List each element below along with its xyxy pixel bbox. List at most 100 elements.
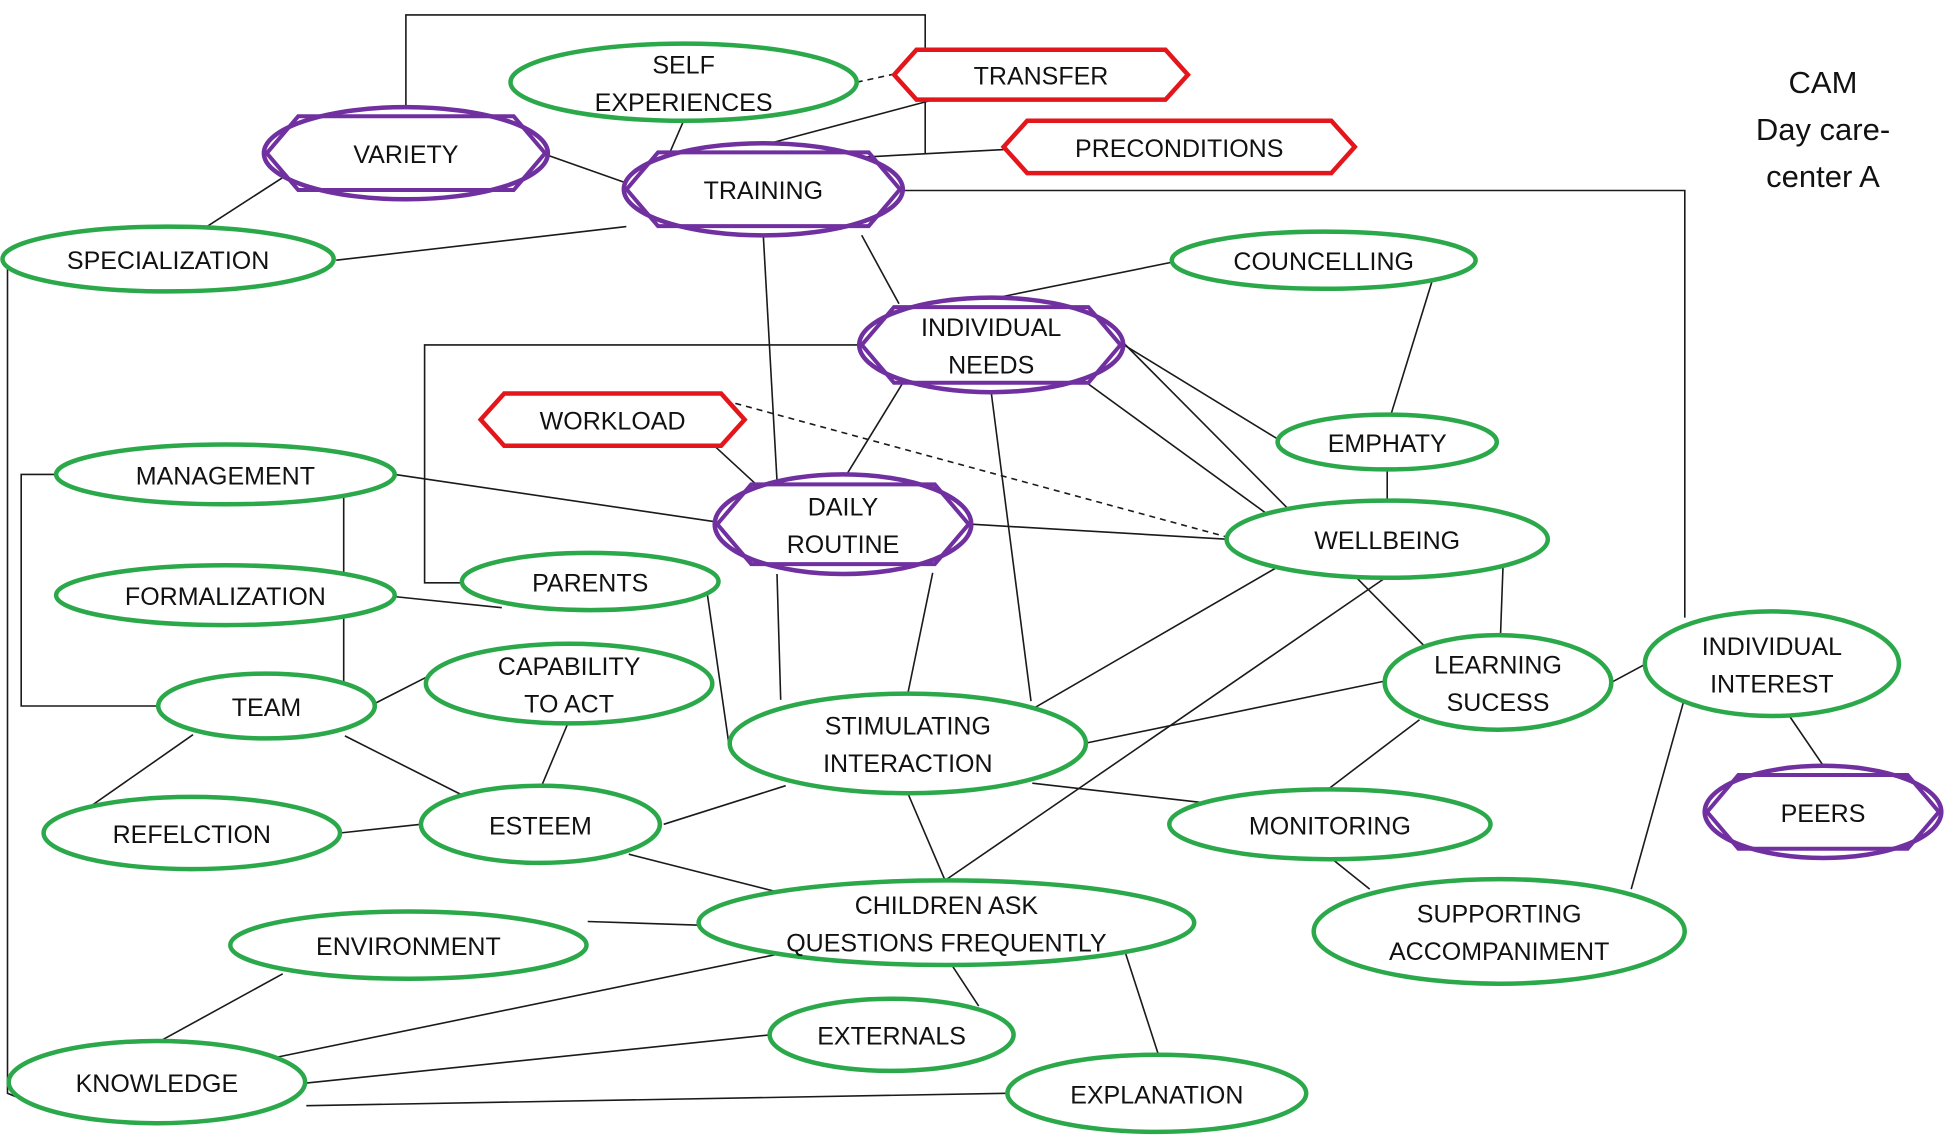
connection-line [902,189,1686,618]
connection-lines [6,14,1825,1107]
node-ellipse [228,909,589,981]
node-monitoring: MONITORING [1167,787,1493,862]
connection-line [423,344,862,584]
node-label: EXTERNALS [817,1023,966,1051]
node-label: MONITORING [1249,812,1411,840]
node-label: MANAGEMENT [136,462,315,490]
node-environment: ENVIRONMENT [228,909,589,981]
node-individual-needs: INDIVIDUAL NEEDS [856,295,1126,395]
node-wellbeing: WELLBEING [1224,498,1551,581]
connection-line [548,154,627,184]
node-ellipse [53,563,397,628]
connection-line [762,235,778,481]
node-ellipse [1224,498,1551,581]
node-knowledge: KNOWLEDGE [6,1038,308,1126]
connection-line [991,260,1176,300]
node-ellipse [459,550,721,613]
connection-line [344,735,477,803]
node-refelction: REFELCTION [41,794,343,872]
title-line-1: CAM [1789,65,1858,100]
node-label: SPECIALIZATION [67,247,269,275]
node-hexagon [1000,118,1358,176]
connection-line [1331,858,1371,890]
node-emphaty: EMPHATY [1275,412,1500,472]
node-label: FORMALIZATION [125,583,326,611]
node-label: EXPLANATION [1070,1081,1243,1109]
node-label: QUESTIONS FREQUENTLY [786,929,1107,957]
connection-line [944,573,1392,882]
dashed-connection-line [856,71,903,83]
node-label: VARIETY [353,141,458,169]
node-ellipse [6,1038,308,1126]
node-ellipse [1275,412,1500,472]
connection-line [339,823,421,834]
connection-line [907,572,934,694]
connection-line [1499,566,1504,636]
title-line-3: center A [1766,159,1880,194]
node-hexagon [623,150,903,229]
node-label: CHILDREN ASK [855,892,1039,920]
connection-line [1080,377,1274,519]
node-label: SUPPORTING [1417,901,1582,929]
connection-line [663,784,786,826]
node-ellipse [155,671,378,741]
connection-line [846,380,905,475]
node-training: TRAINING [621,140,906,238]
node-label: ESTEEM [489,812,592,840]
node-label: SELF [652,52,715,80]
node-explanation: EXPLANATION [1005,1052,1309,1135]
node-label: KNOWLEDGE [76,1070,239,1098]
connection-line [706,593,731,750]
node-hexagon [264,114,548,192]
node-specialization: SPECIALIZATION [0,224,336,294]
connection-line [860,234,900,305]
node-ellipse [423,641,715,726]
node-label: WELLBEING [1314,527,1460,555]
node-label: INTEREST [1710,670,1834,698]
dashed-connection-line [703,393,1231,539]
connection-line [393,595,502,609]
node-peers: PEERS [1702,763,1944,861]
node-formalization: FORMALIZATION [53,563,397,628]
node-workload: WORKLOAD [477,391,748,449]
node-ellipse [1311,876,1687,986]
node-label: PARENTS [532,570,648,598]
connection-line [951,965,980,1007]
node-councelling: COUNCELLING [1169,229,1478,292]
node-label: INDIVIDUAL [921,314,1061,342]
node-hexagon [477,391,748,449]
connection-line [1032,782,1208,804]
connection-line [1030,563,1284,711]
node-ellipse [1169,229,1478,292]
node-label: ROUTINE [787,531,900,559]
node-hexagon [859,305,1124,385]
connection-line [1630,697,1686,890]
node-ellipse [1005,1052,1309,1135]
node-label: NEEDS [948,352,1034,380]
connection-line [990,392,1032,702]
node-label: TEAM [232,694,301,722]
connection-line [1124,953,1159,1054]
node-externals: EXTERNALS [767,996,1016,1074]
node-label: STIMULATING [825,713,991,741]
node-label: TO ACT [524,690,614,718]
node-ellipse [1167,787,1493,862]
node-ellipse [418,783,663,866]
node-label: REFELCTION [113,821,271,849]
title-line-2: Day care- [1756,112,1890,147]
node-label: DAILY [808,494,879,522]
node-individual-interest: INDIVIDUAL INTEREST [1642,609,1902,719]
connection-line [336,225,627,261]
node-hexagon [1704,773,1942,851]
node-label: TRANSFER [974,63,1109,91]
connection-line [1084,680,1385,745]
connection-line [394,473,715,523]
node-label: INDIVIDUAL [1702,633,1842,661]
connection-line [1121,343,1284,443]
connection-line [587,920,700,926]
node-ellipse [712,472,974,577]
node-ellipse [621,140,906,238]
